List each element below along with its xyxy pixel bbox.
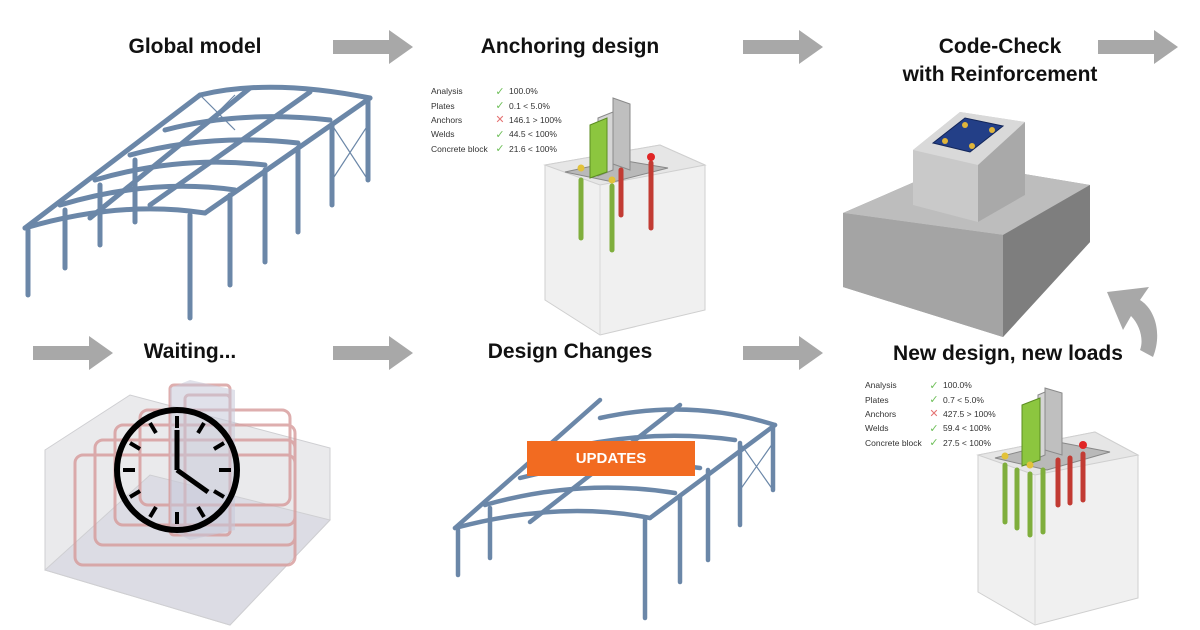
check-value: 21.6 < 100% [509, 143, 557, 154]
updates-badge: UPDATES [527, 441, 695, 476]
check-value: 44.5 < 100% [509, 129, 557, 140]
check-value: 100.0% [943, 380, 972, 391]
arrow-right-icon [33, 336, 113, 370]
title-code-check-line2: with Reinforcement [902, 63, 1098, 86]
title-anchoring-design: Anchoring design [480, 35, 660, 58]
check-row: Anchors ✕ 427.5 > 100% [865, 407, 1003, 421]
check-label: Welds [431, 129, 455, 140]
check-row: Analysis ✓ 100.0% [865, 378, 1003, 392]
check-value: 0.7 < 5.0% [943, 394, 984, 405]
check-table-1: Analysis ✓ 100.0% Plates ✓ 0.1 < 5.0% Anchor… [431, 84, 569, 156]
check-value: 59.4 < 100% [943, 423, 991, 434]
check-row: Analysis ✓ 100.0% [431, 84, 569, 98]
arrow-right-icon [743, 30, 823, 64]
check-label: Concrete block [431, 143, 488, 154]
check-value: 146.1 > 100% [509, 114, 562, 125]
arrow-right-icon [333, 30, 413, 64]
check-label: Anchors [431, 114, 463, 125]
check-row: Plates ✓ 0.7 < 5.0% [865, 392, 1003, 406]
check-label: Concrete block [865, 437, 922, 448]
cross-icon: ✕ [495, 114, 505, 127]
title-code-check-line1: Code-Check [938, 35, 1062, 58]
clock-icon [114, 407, 240, 533]
check-row: Welds ✓ 44.5 < 100% [431, 127, 569, 141]
arrow-right-icon [1098, 30, 1178, 64]
check-icon: ✓ [929, 394, 939, 407]
check-icon: ✓ [495, 100, 505, 113]
arrow-right-icon [333, 336, 413, 370]
check-row: Welds ✓ 59.4 < 100% [865, 421, 1003, 435]
check-row: Concrete block ✓ 21.6 < 100% [431, 142, 569, 156]
check-value: 100.0% [509, 86, 538, 97]
title-new-design: New design, new loads [893, 342, 1123, 365]
check-label: Anchors [865, 408, 897, 419]
check-icon: ✓ [929, 422, 939, 435]
check-row: Concrete block ✓ 27.5 < 100% [865, 436, 1003, 450]
title-design-changes: Design Changes [487, 340, 653, 363]
arrow-right-icon [743, 336, 823, 370]
check-icon: ✓ [495, 128, 505, 141]
check-value: 0.1 < 5.0% [509, 100, 550, 111]
check-icon: ✓ [495, 85, 505, 98]
check-value: 427.5 > 100% [943, 408, 996, 419]
check-label: Plates [431, 100, 455, 111]
title-global-model: Global model [128, 35, 262, 58]
cross-icon: ✕ [929, 408, 939, 421]
check-icon: ✓ [929, 437, 939, 450]
check-label: Plates [865, 394, 889, 405]
check-label: Analysis [431, 86, 463, 97]
check-row: Anchors ✕ 146.1 > 100% [431, 113, 569, 127]
check-label: Analysis [865, 380, 897, 391]
check-value: 27.5 < 100% [943, 437, 991, 448]
title-waiting: Waiting... [143, 340, 237, 363]
check-icon: ✓ [929, 379, 939, 392]
check-label: Welds [865, 423, 889, 434]
check-icon: ✓ [495, 143, 505, 156]
title-code-check: Code-Check with Reinforcement [870, 33, 1130, 89]
check-table-2: Analysis ✓ 100.0% Plates ✓ 0.7 < 5.0% Anchor… [865, 378, 1003, 450]
check-row: Plates ✓ 0.1 < 5.0% [431, 98, 569, 112]
